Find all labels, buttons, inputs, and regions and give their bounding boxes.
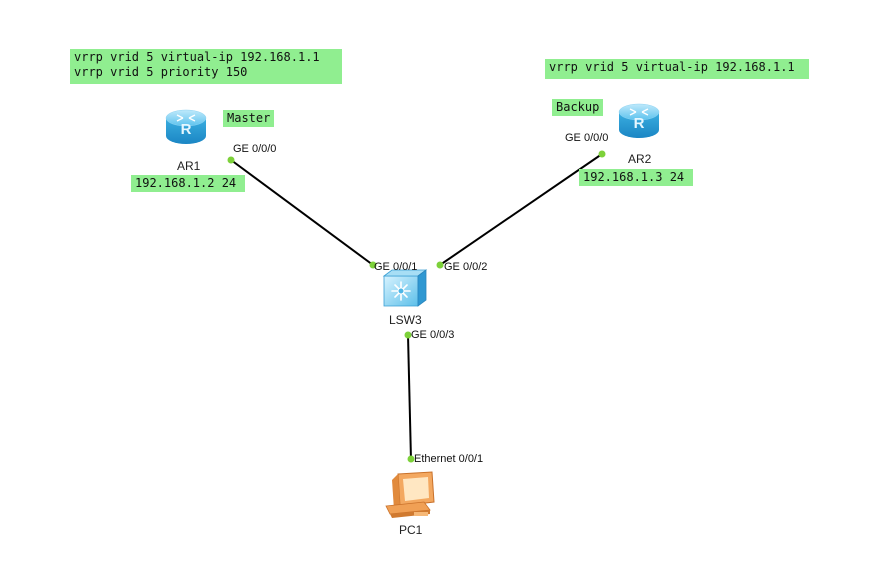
port-label-lsw3-ge001: GE 0/0/1 [374, 261, 418, 273]
link-ar2-lsw3[interactable] [439, 153, 603, 266]
svg-text:R: R [181, 121, 192, 138]
ar1-ip-label: 192.168.1.2 24 [131, 175, 245, 192]
router-icon-ar2[interactable]: R [618, 103, 660, 138]
port-dot-ar2-ge000[interactable] [598, 150, 606, 158]
ar2-config-line1: vrrp vrid 5 virtual-ip 192.168.1.1 [549, 60, 795, 74]
ar2-ip-label: 192.168.1.3 24 [579, 169, 693, 186]
pc-icon-pc1[interactable] [385, 471, 435, 518]
device-name-ar2: AR2 [628, 152, 652, 166]
master-role-label: Master [223, 110, 275, 127]
port-label-ar2-ge000: GE 0/0/0 [565, 132, 609, 144]
port-label-pc1-eth: Ethernet 0/0/1 [414, 453, 484, 465]
switch-icon-lsw3[interactable] [382, 269, 428, 307]
link-lsw3-pc1[interactable] [407, 334, 412, 461]
device-name-lsw3: LSW3 [389, 313, 422, 327]
device-name-ar1: AR1 [177, 159, 201, 173]
svg-text:R: R [634, 115, 645, 132]
ar1-config-line1: vrrp vrid 5 virtual-ip 192.168.1.1 [74, 50, 320, 64]
ar2-config-note: vrrp vrid 5 virtual-ip 192.168.1.1 [545, 59, 809, 79]
link-ar1-lsw3[interactable] [230, 159, 374, 266]
port-label-lsw3-ge002: GE 0/0/2 [444, 261, 488, 273]
port-dot-lsw3-ge002[interactable] [436, 261, 444, 269]
port-label-lsw3-ge003: GE 0/0/3 [411, 329, 455, 341]
device-name-pc1: PC1 [399, 523, 423, 537]
router-icon-ar1[interactable]: R [165, 109, 207, 144]
ar1-config-line2: vrrp vrid 5 priority 150 [74, 65, 248, 79]
port-dot-ar1-ge000[interactable] [227, 156, 235, 164]
port-dot-lsw3-ge001[interactable] [369, 261, 377, 269]
port-dot-pc1-eth[interactable] [407, 455, 415, 463]
port-label-ar1-ge000: GE 0/0/0 [233, 143, 277, 155]
port-dot-lsw3-ge003[interactable] [404, 331, 412, 339]
backup-role-label: Backup [552, 99, 604, 116]
